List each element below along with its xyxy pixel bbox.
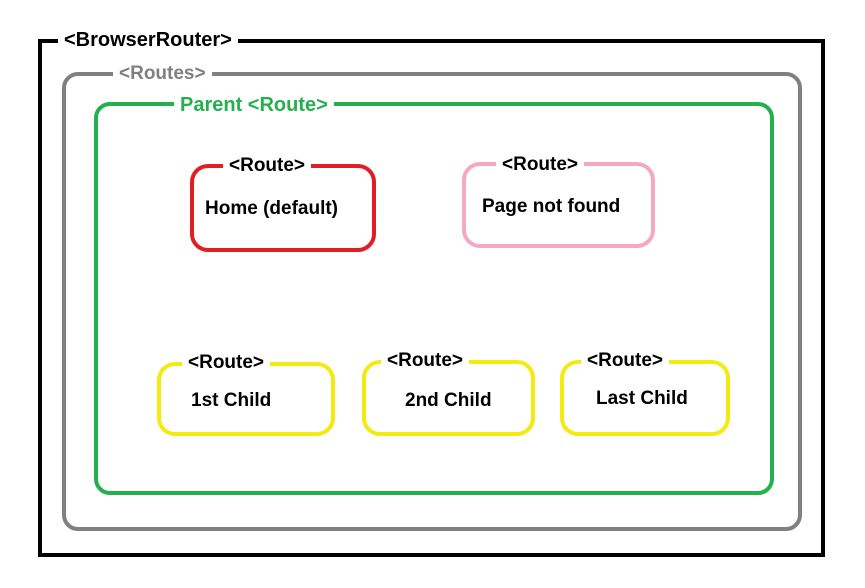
routes-label: <Routes> <box>113 64 212 83</box>
parent-route-label: Parent <Route> <box>174 95 334 115</box>
route-not-found-text: Page not found <box>482 196 621 217</box>
route-tag-label: <Route> <box>496 155 585 174</box>
route-tag-label: <Route> <box>381 351 470 370</box>
route-tag-label: <Route> <box>223 156 312 175</box>
browser-router-box <box>38 39 825 557</box>
route-tag-label: <Route> <box>182 353 271 372</box>
routes-box <box>62 72 802 531</box>
route-first-child-text: 1st Child <box>191 390 272 411</box>
route-second-child-text: 2nd Child <box>405 390 492 411</box>
parent-route-box <box>94 102 774 495</box>
route-last-child-text: Last Child <box>596 388 688 409</box>
route-home-text: Home (default) <box>205 198 338 219</box>
route-tag-label: <Route> <box>581 351 670 370</box>
browser-router-label: <BrowserRouter> <box>58 30 238 50</box>
